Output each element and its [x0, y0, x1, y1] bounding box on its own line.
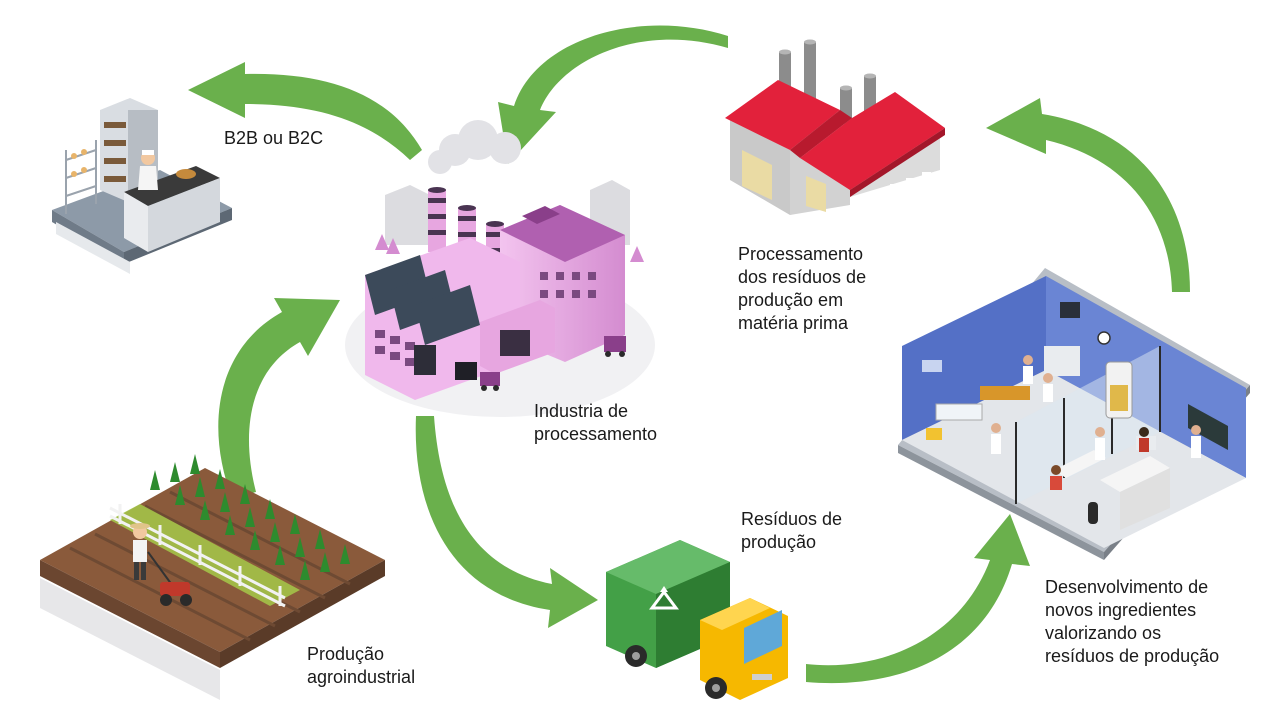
arrow-waste-processing-to-industry	[498, 25, 728, 164]
arrow-agro-to-industry	[218, 298, 340, 498]
bakery-icon	[52, 98, 232, 274]
node-label-industry: Industria de processamento	[534, 401, 658, 444]
arrow-waste-to-lab	[806, 514, 1030, 684]
node-label-waste-processing: Processamento dos resíduos de produção e…	[738, 244, 867, 333]
laboratory-icon	[898, 268, 1250, 560]
arrow-lab-to-waste-processing	[986, 98, 1190, 292]
arrow-industry-to-waste	[415, 416, 598, 628]
processing-factory-icon	[345, 120, 655, 417]
node-label-waste: Resíduos de produção	[741, 509, 843, 552]
node-label-agro: Produção agroindustrial	[307, 644, 416, 687]
farm-field-icon	[40, 454, 385, 700]
recycling-truck-icon	[606, 540, 788, 700]
node-label-lab: Desenvolvimento de novos ingredientes va…	[1045, 577, 1220, 666]
arrow-industry-to-b2b	[188, 62, 422, 160]
node-label-b2b: B2B ou B2C	[224, 128, 324, 148]
red-roof-factory-icon	[725, 39, 945, 215]
